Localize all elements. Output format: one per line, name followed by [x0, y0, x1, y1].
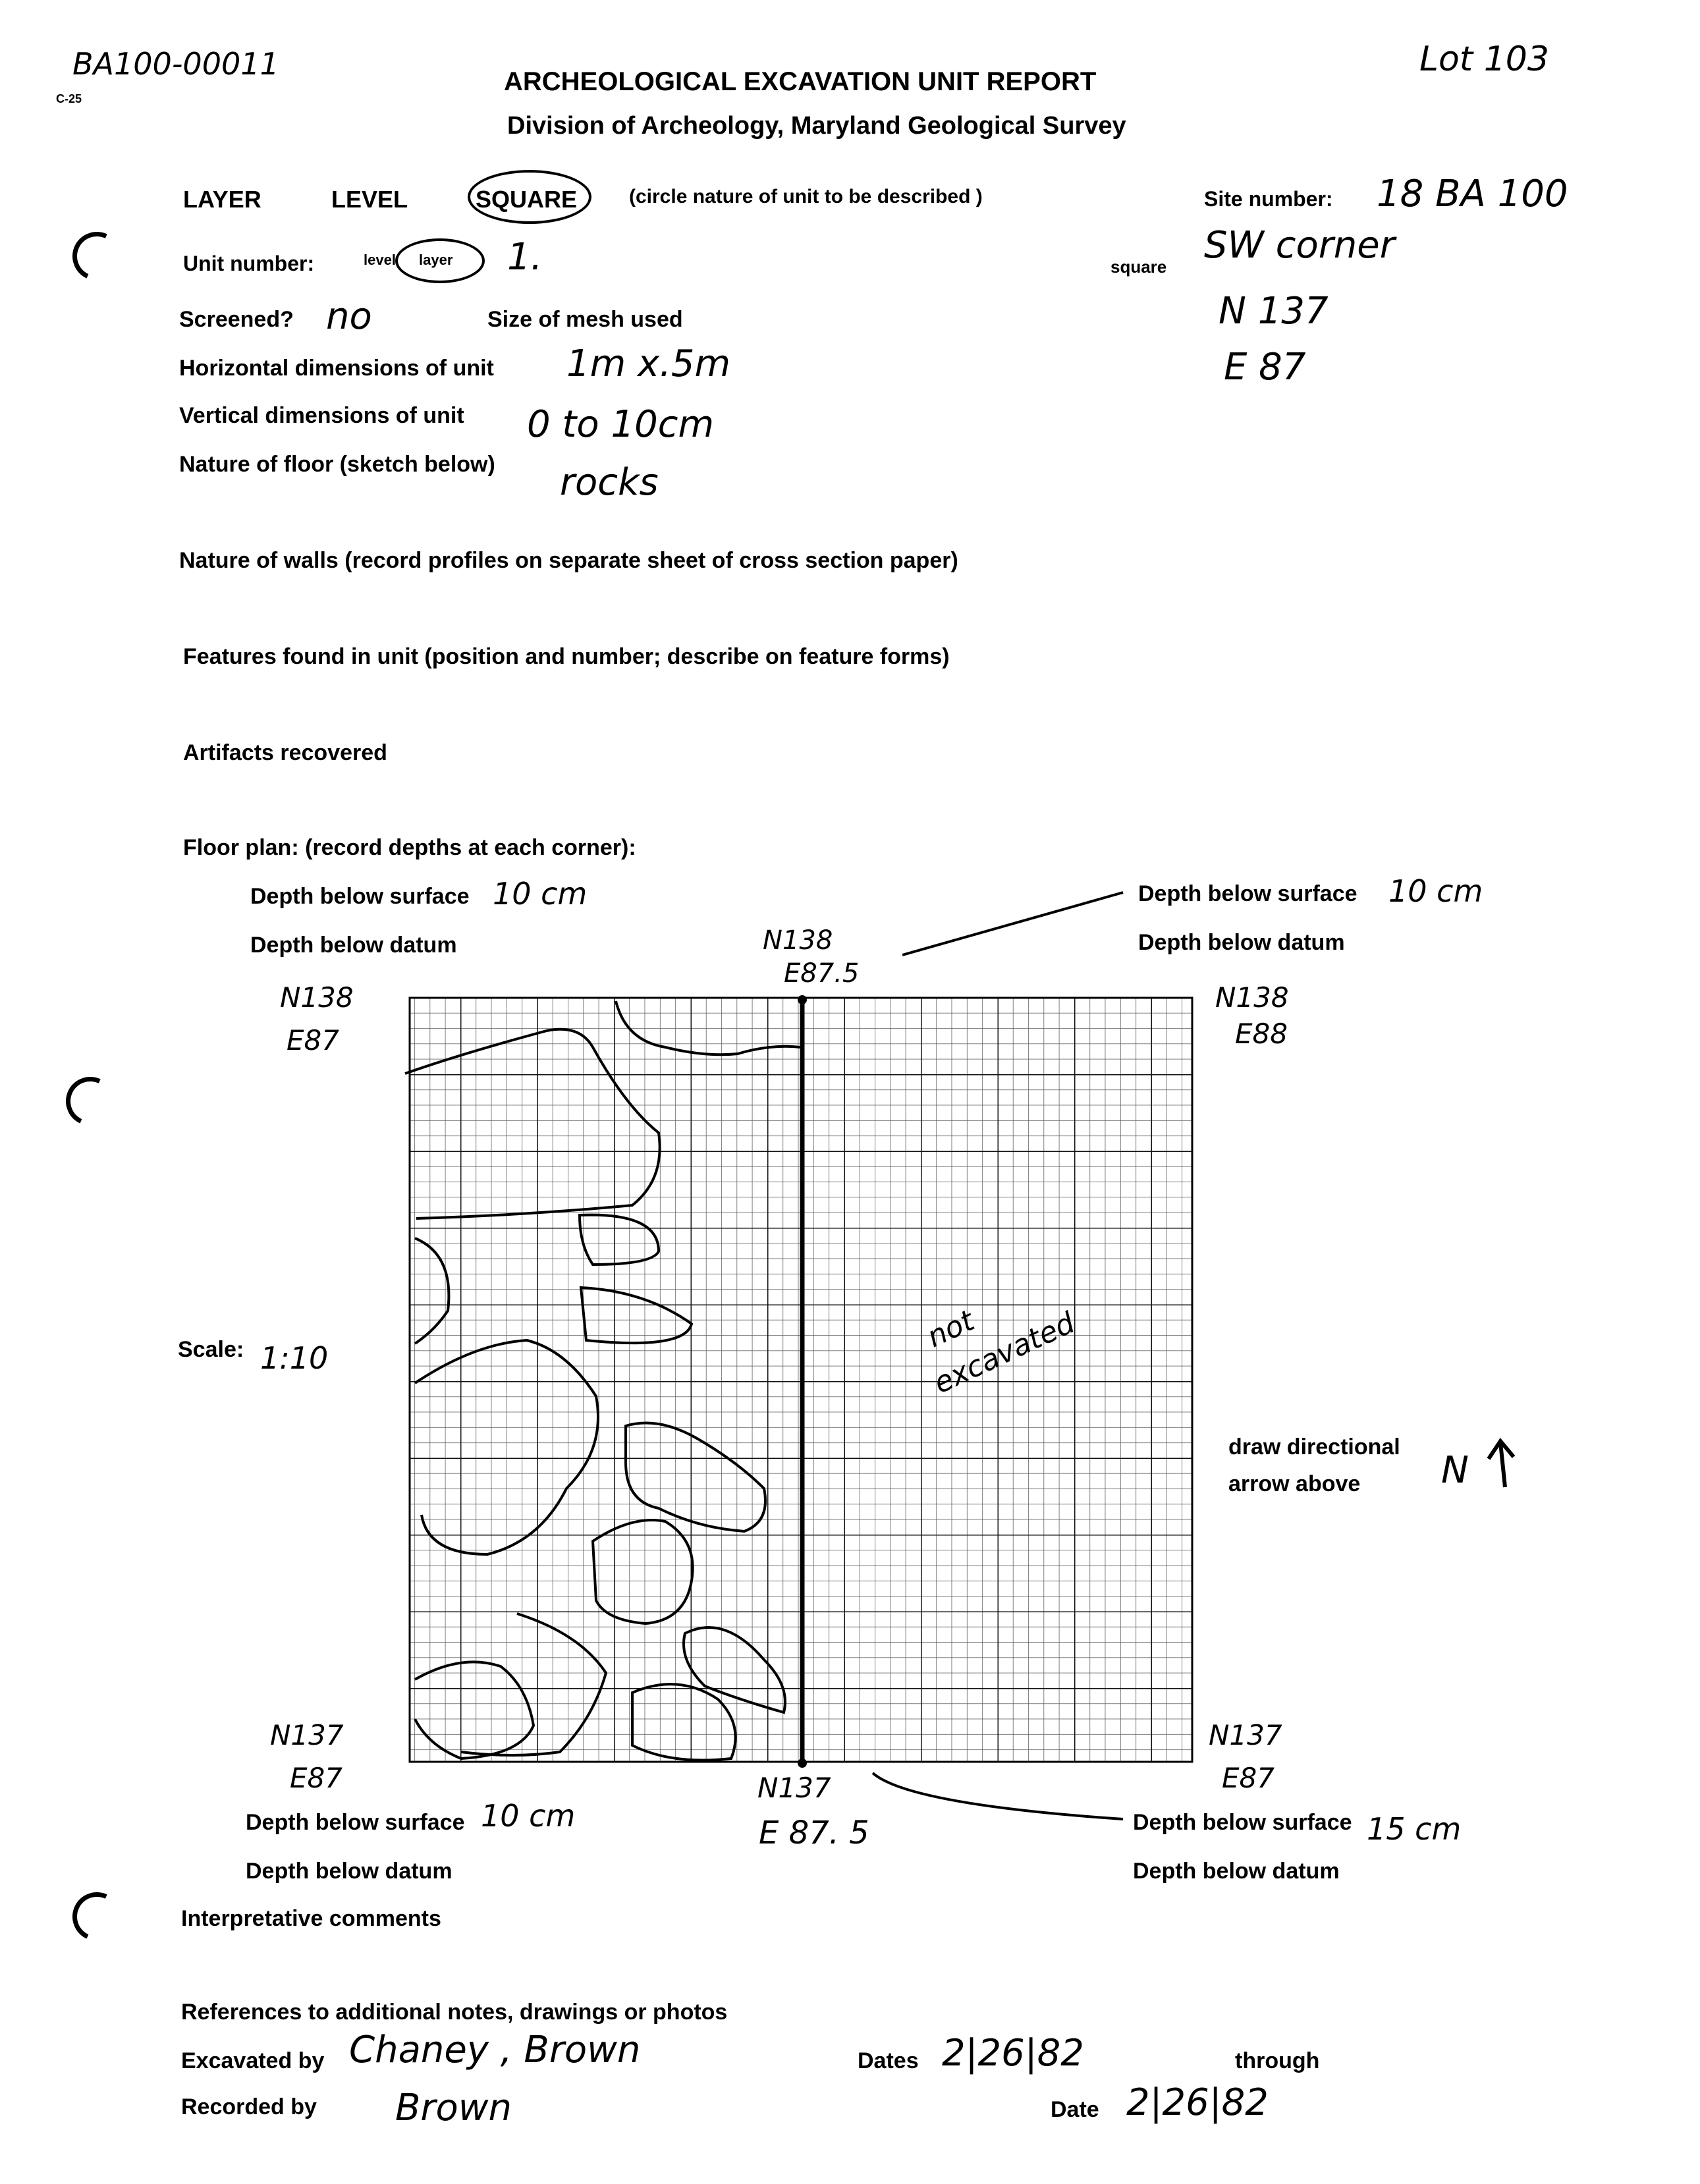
tl-depth-surface-label: Depth below surface: [250, 884, 470, 909]
excavated-by-value: Chaney , Brown: [349, 2029, 641, 2071]
tr-depth-datum-label: Depth below datum: [1138, 930, 1345, 955]
references-label: References to additional notes, drawings…: [181, 2000, 728, 2025]
artifacts-label: Artifacts recovered: [183, 740, 387, 765]
br-corner-east: E87: [1222, 1762, 1275, 1794]
north-arrow-label: N: [1441, 1449, 1469, 1492]
form-code: C-25: [56, 92, 82, 105]
tr-corner-east: E88: [1235, 1018, 1288, 1050]
br-depth-datum-label: Depth below datum: [1133, 1859, 1340, 1884]
interpretive-comments-label: Interpretative comments: [181, 1906, 441, 1931]
vertical-label: Vertical dimensions of unit: [179, 403, 464, 428]
square-label: square: [1110, 257, 1167, 277]
square-value: SW corner: [1204, 224, 1395, 267]
features-label: Features found in unit (position and num…: [183, 644, 950, 669]
br-corner-north: N137: [1209, 1719, 1282, 1751]
tr-corner-north: N138: [1215, 981, 1289, 1014]
unit-number-value: 1.: [507, 236, 543, 279]
horizontal-value: 1m x.5m: [566, 342, 731, 385]
north-arrow: [1487, 1437, 1516, 1488]
report-title: ARCHEOLOGICAL EXCAVATION UNIT REPORT: [504, 67, 1097, 96]
tl-corner-east: E87: [287, 1024, 339, 1056]
arrow-instruction-1: draw directional: [1228, 1434, 1400, 1460]
report-subtitle: Division of Archeology, Maryland Geologi…: [507, 112, 1126, 140]
unit-type-square-circle: [468, 170, 591, 224]
recorded-by-value: Brown: [395, 2087, 512, 2129]
unit-type-note: (circle nature of unit to be described ): [629, 186, 983, 207]
unit-option-layer: layer: [419, 252, 453, 268]
screened-value: no: [326, 295, 372, 338]
date-value: 2|26|82: [1126, 2081, 1269, 2124]
br-depth-value: 15 cm: [1367, 1811, 1462, 1847]
scale-label: Scale:: [178, 1337, 244, 1362]
document-id: BA100-00011: [72, 46, 279, 82]
scale-value: 1:10: [260, 1340, 329, 1376]
bottom-mid-north: N137: [757, 1772, 831, 1804]
walls-label: Nature of walls (record profiles on sepa…: [179, 548, 958, 573]
recorded-by-label: Recorded by: [181, 2094, 317, 2119]
br-depth-surface-label: Depth below surface: [1133, 1810, 1352, 1835]
unit-number-label: Unit number:: [183, 252, 315, 275]
tl-depth-value: 10 cm: [493, 876, 588, 912]
dates-label: Dates: [858, 2048, 919, 2073]
bl-corner-east: E87: [290, 1762, 343, 1794]
floor-value: rocks: [560, 461, 659, 504]
floor-plan-label: Floor plan: (record depths at each corne…: [183, 835, 636, 860]
tl-corner-north: N138: [280, 981, 354, 1014]
unit-type-square: SQUARE: [476, 186, 578, 213]
through-label: through: [1235, 2048, 1320, 2073]
bl-depth-datum-label: Depth below datum: [246, 1859, 452, 1884]
bl-depth-surface-label: Depth below surface: [246, 1810, 465, 1835]
vertical-value: 0 to 10cm: [527, 403, 715, 446]
bl-depth-value: 10 cm: [481, 1798, 576, 1834]
mesh-label: Size of mesh used: [487, 307, 683, 332]
rock-outlines: [404, 1000, 801, 1762]
tr-depth-surface-label: Depth below surface: [1138, 881, 1357, 906]
tr-depth-value: 10 cm: [1388, 873, 1483, 909]
lot-number: Lot 103: [1419, 40, 1549, 79]
arrow-instruction-2: arrow above: [1228, 1471, 1361, 1496]
floor-label: Nature of floor (sketch below): [179, 452, 495, 477]
top-mid-east: E87.5: [784, 958, 860, 989]
unit-type-layer: LAYER: [183, 186, 261, 213]
site-number-value: 18 BA 100: [1377, 173, 1568, 215]
unit-option-level: level: [364, 252, 396, 268]
unit-option-layer-circle: [395, 238, 485, 283]
unit-type-level: LEVEL: [331, 186, 408, 213]
square-east: E 87: [1224, 346, 1306, 389]
date-label: Date: [1051, 2097, 1099, 2122]
screened-label: Screened?: [179, 307, 294, 332]
top-mid-north: N138: [763, 925, 833, 956]
top-leader-line: [902, 891, 1124, 956]
site-number-label: Site number:: [1204, 187, 1333, 211]
dates-value: 2|26|82: [942, 2032, 1084, 2075]
bl-corner-north: N137: [270, 1719, 344, 1751]
bottom-mid-east: E 87. 5: [759, 1815, 869, 1851]
horizontal-label: Horizontal dimensions of unit: [179, 356, 494, 381]
square-north: N 137: [1219, 290, 1329, 333]
tl-depth-datum-label: Depth below datum: [250, 933, 457, 958]
excavated-by-label: Excavated by: [181, 2048, 325, 2073]
bottom-leader-line: [871, 1772, 1124, 1820]
